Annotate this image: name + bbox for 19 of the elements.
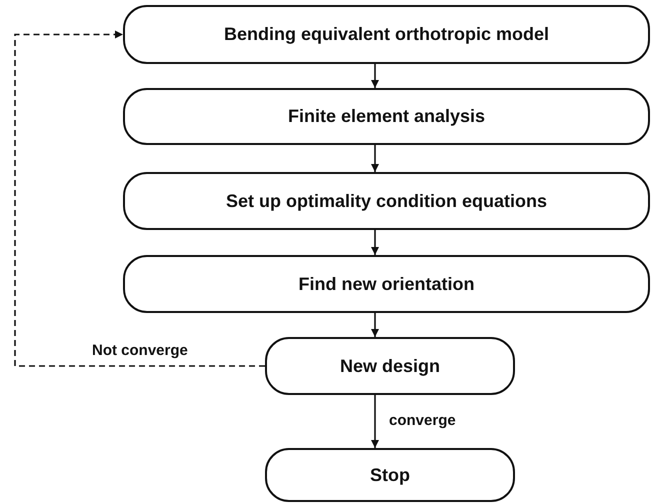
arrow: [371, 313, 379, 337]
step-text: Find new orientation: [298, 274, 474, 294]
arrow: [371, 395, 379, 448]
process-box: [265, 448, 515, 502]
step-text: Bending equivalent orthotropic model: [224, 24, 549, 45]
step-text: Stop: [370, 464, 410, 486]
process-box: [265, 337, 515, 395]
process-box: [123, 255, 650, 313]
process-box: [123, 5, 650, 64]
arrow: [371, 230, 379, 255]
step-text: Finite element analysis: [288, 106, 486, 127]
arrow: [371, 145, 379, 172]
step-text: Set up optimality condition equations: [226, 190, 547, 212]
step-text: New design: [340, 356, 440, 376]
process-box: [123, 172, 650, 230]
arrow: [14, 30, 265, 367]
edge-label: Not converge: [90, 342, 190, 359]
process-box: [123, 88, 650, 145]
arrow: [371, 64, 379, 88]
